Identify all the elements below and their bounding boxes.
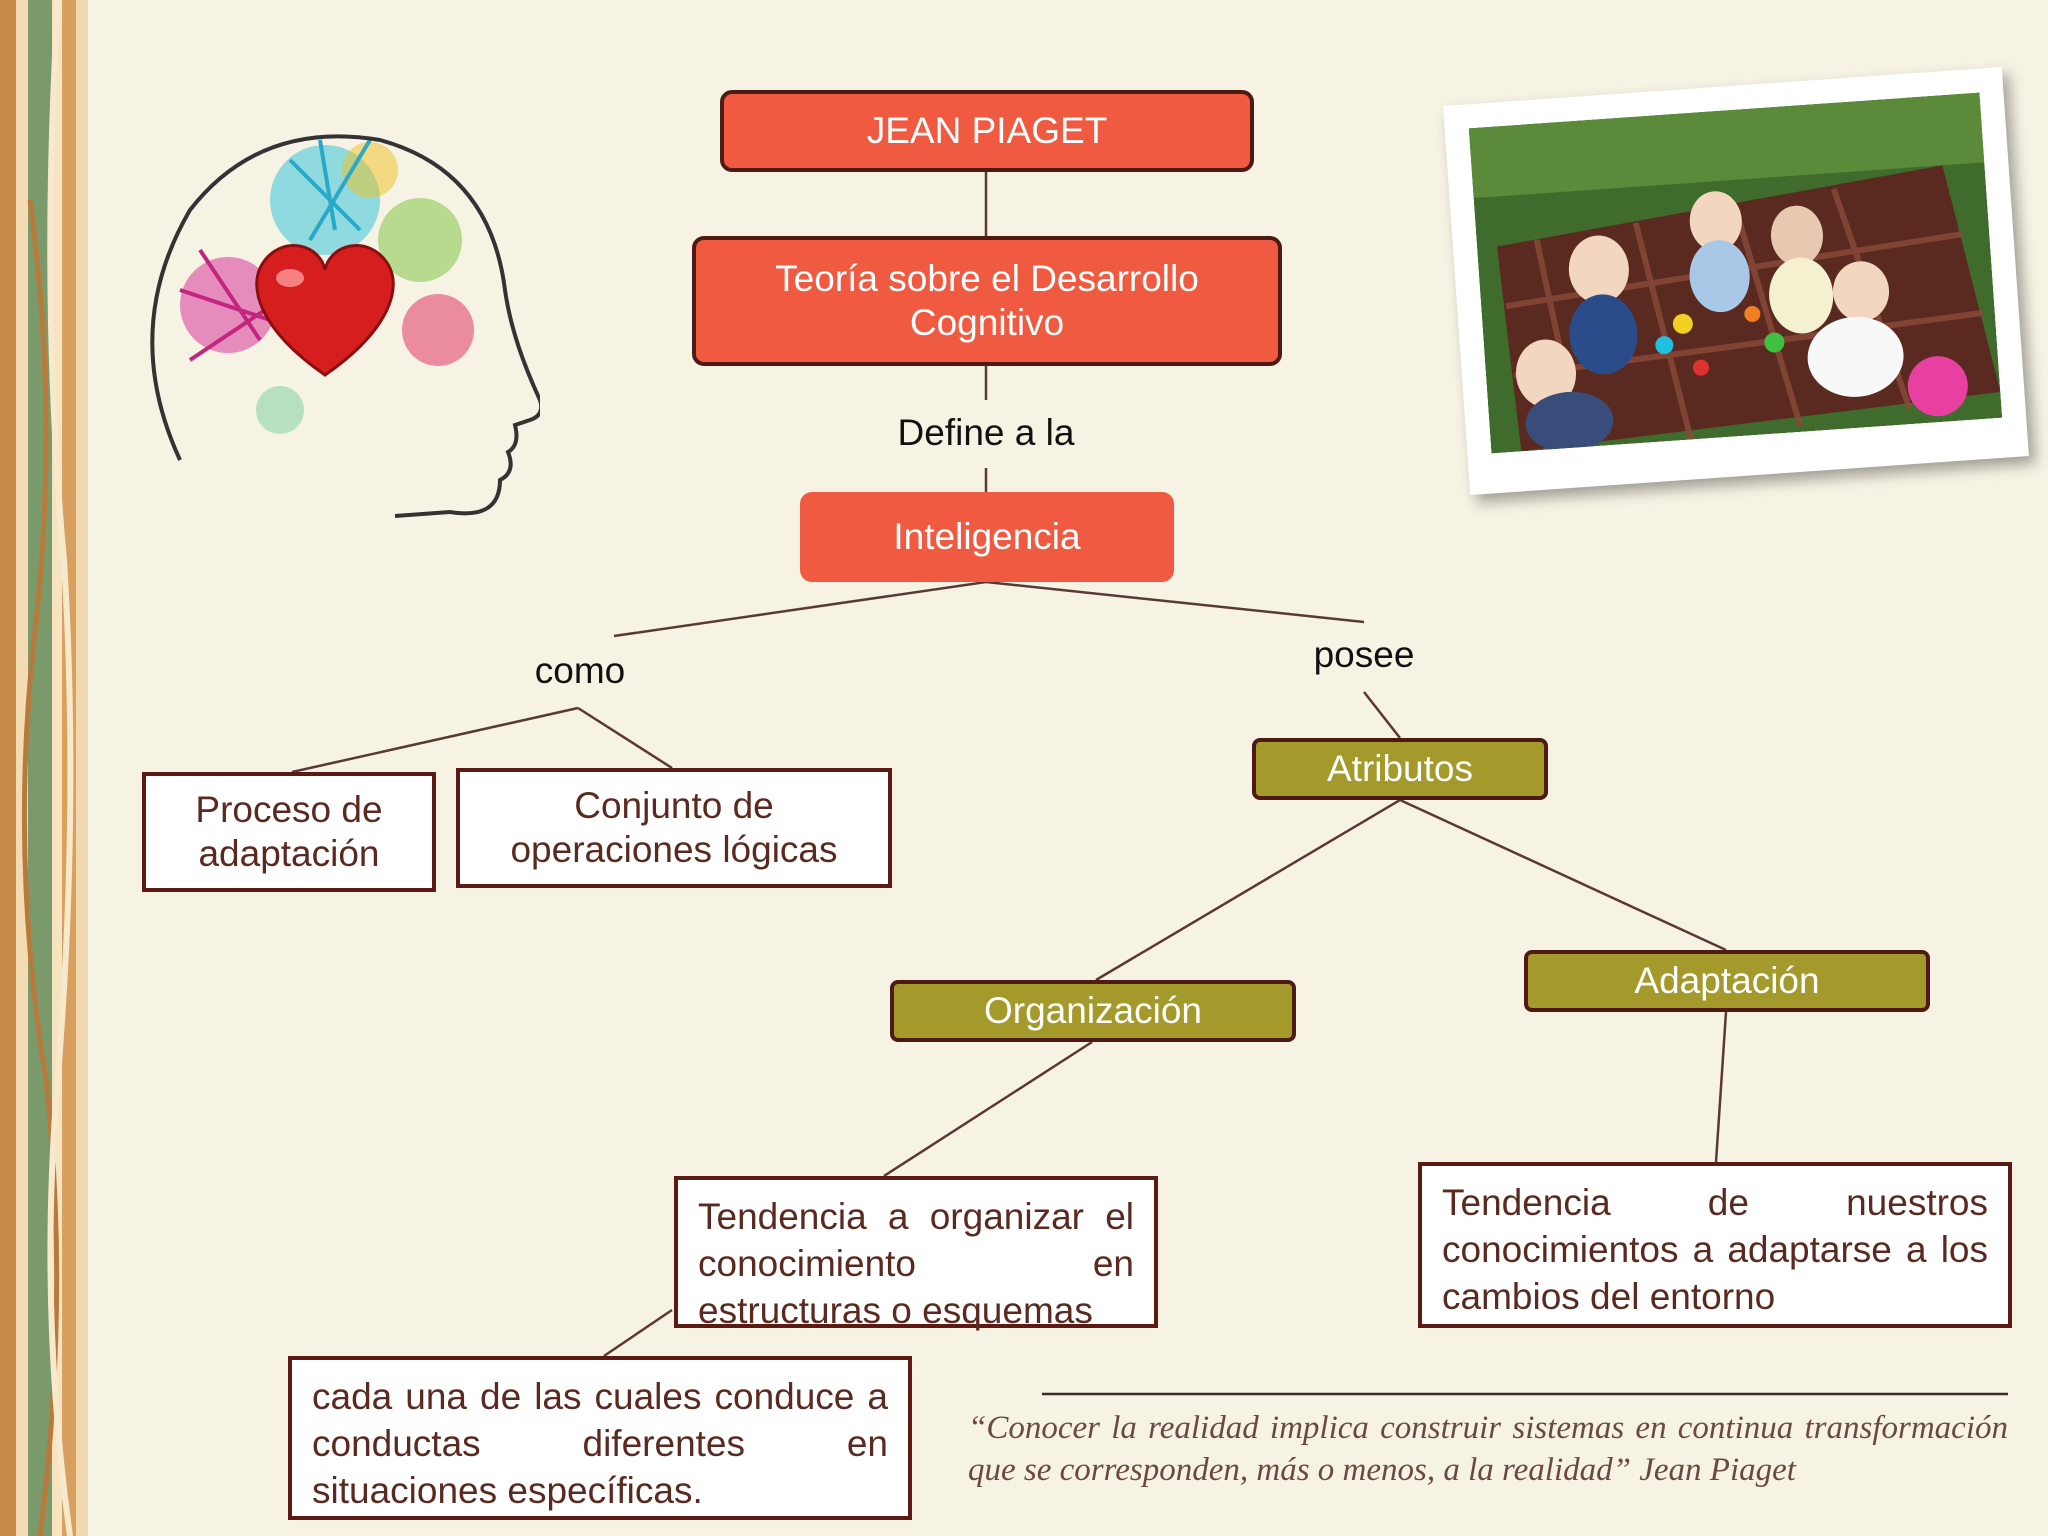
- node-tendencia-adaptarse: Tendencia de nuestros conocimientos a ad…: [1418, 1162, 2012, 1328]
- heart-icon: [255, 244, 395, 377]
- decorative-left-border: [0, 0, 88, 1536]
- piaget-quote: “Conocer la realidad implica construir s…: [968, 1410, 2008, 1488]
- node-cada-una: cada una de las cuales conduce a conduct…: [288, 1356, 912, 1520]
- node-adaptacion: Adaptación: [1524, 950, 1930, 1012]
- node-proceso-label: Proceso de adaptación: [195, 788, 383, 874]
- node-teoria-label: Teoría sobre el Desarrollo Cognitivo: [775, 257, 1199, 343]
- node-organizacion: Organización: [890, 980, 1296, 1042]
- splash-decoration: [179, 138, 474, 434]
- node-tendencia-organizar: Tendencia a organizar el conocimiento en…: [674, 1176, 1158, 1331]
- node-organizacion-label: Organización: [983, 989, 1202, 1031]
- connector-posee: posee: [1313, 634, 1415, 675]
- node-teoria: Teoría sobre el Desarrollo Cognitivo: [692, 236, 1282, 366]
- children-photo-frame: [1443, 66, 2029, 496]
- node-inteligencia-label: Inteligencia: [893, 515, 1081, 557]
- node-proceso-adaptacion: Proceso de adaptación: [142, 772, 436, 892]
- node-conjunto-operaciones: Conjunto de operaciones lógicas: [456, 768, 892, 888]
- children-playing-photo: [1468, 92, 2003, 454]
- node-conjunto-label: Conjunto de operaciones lógicas: [510, 784, 838, 870]
- connector-como: como: [534, 650, 626, 691]
- brain-heart-illustration: [150, 134, 540, 518]
- node-adaptacion-label: Adaptación: [1634, 959, 1820, 1001]
- node-inteligencia: Inteligencia: [800, 492, 1174, 582]
- head-profile-outline: [150, 134, 540, 518]
- node-jean-piaget-label: JEAN PIAGET: [866, 109, 1108, 151]
- node-atributos-label: Atributos: [1326, 747, 1473, 789]
- connector-define: Define a la: [897, 412, 1075, 453]
- heart-highlight: [276, 269, 304, 287]
- node-atributos: Atributos: [1252, 738, 1548, 800]
- node-jean-piaget: JEAN PIAGET: [720, 90, 1254, 172]
